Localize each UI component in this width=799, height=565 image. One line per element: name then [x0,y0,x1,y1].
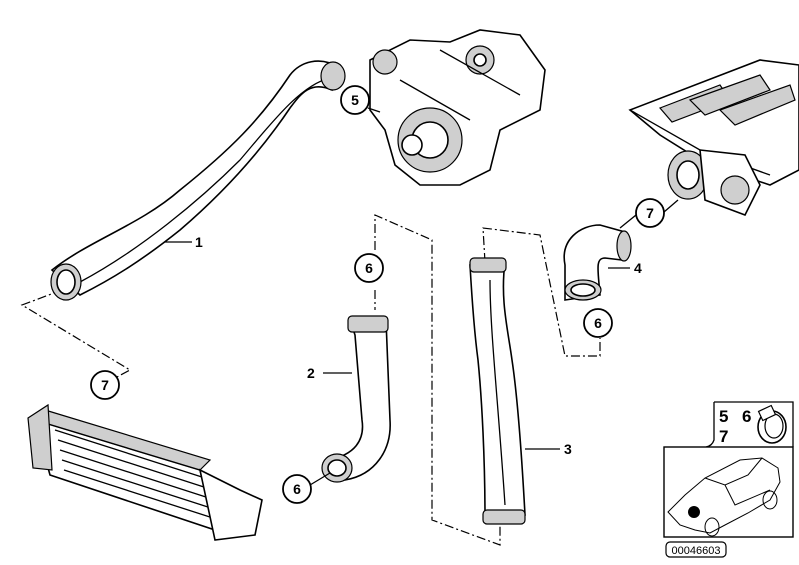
callout-7-throttle: 7 [635,198,665,228]
car-outline-icon [667,457,781,537]
svg-text:6: 6 [742,407,751,426]
callout-6-elbow: 6 [583,308,613,338]
leader-6c [309,472,331,486]
hose-upper-part-1 [50,60,346,301]
svg-text:6: 6 [293,481,301,497]
routing-line-2 [374,214,501,546]
image-number-badge: 00046603 [665,541,727,558]
hose-long-part-3 [469,257,526,525]
location-marker [688,506,700,518]
svg-text:7: 7 [646,205,654,221]
callout-2: 2 [307,365,315,381]
svg-text:7: 7 [101,377,109,393]
callout-7-intercooler: 7 [90,370,120,400]
callout-4: 4 [634,260,642,276]
callout-6-top: 6 [354,253,384,283]
throttle-body [667,149,761,217]
svg-text:00046603: 00046603 [672,545,721,557]
svg-text:7: 7 [719,427,728,446]
leader-5 [367,107,381,113]
svg-text:5: 5 [719,407,728,426]
turbocharger [369,29,546,186]
hose-part-2 [321,315,391,483]
callout-1: 1 [195,234,203,250]
elbow-hose-part-4 [563,224,632,301]
inset-clamp-box: 5 6 7 [705,401,794,448]
callout-5: 5 [340,85,370,115]
svg-text:6: 6 [365,260,373,276]
routing-line-3 [482,227,601,357]
svg-text:6: 6 [594,315,602,331]
hose-clamp-icon [757,404,787,444]
callout-6-bottom: 6 [282,474,312,504]
routing-line-1 [20,289,132,379]
callout-3: 3 [564,441,572,457]
leader-7b [663,199,679,213]
svg-text:5: 5 [351,92,359,108]
leader-7a [619,214,637,229]
inset-vehicle-box [663,446,794,538]
intercooler [27,403,263,541]
